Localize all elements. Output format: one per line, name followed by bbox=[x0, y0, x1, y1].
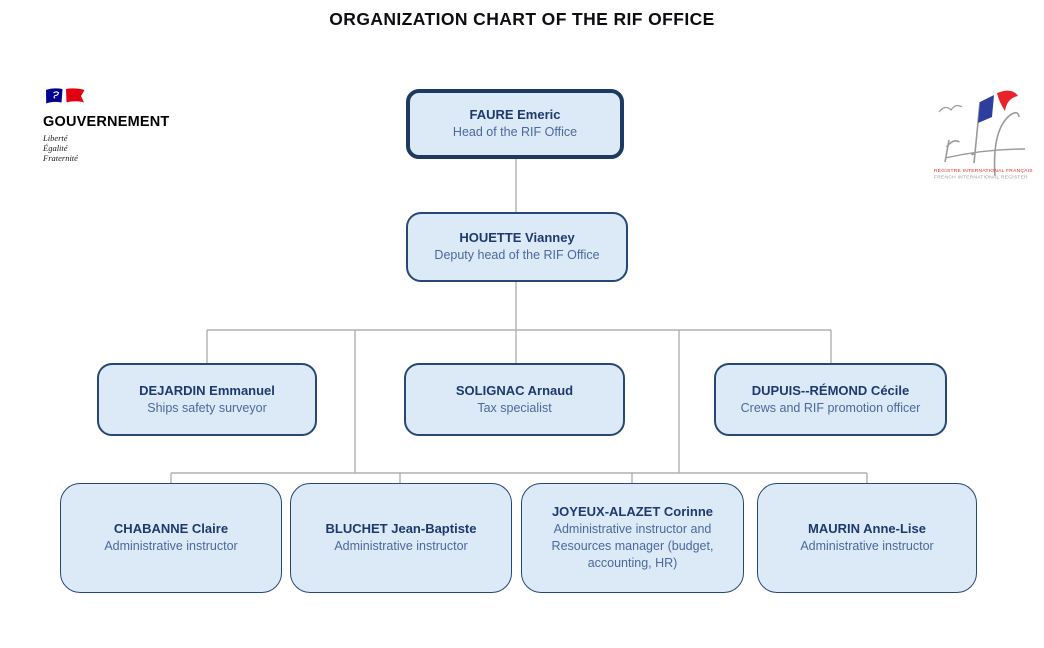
person-role: Administrative instructor bbox=[104, 539, 238, 553]
motto-line-egalite: Égalité bbox=[43, 143, 68, 153]
person-role: Administrative instructor and Resources … bbox=[551, 522, 714, 570]
rif-caption-french: REGISTRE INTERNATIONAL FRANÇAIS bbox=[934, 168, 1033, 174]
org-node-dupuis-remond: DUPUIS--RÉMOND Cécile Crews and RIF prom… bbox=[714, 363, 947, 436]
person-role: Ships safety surveyor bbox=[147, 400, 267, 415]
rif-caption-english: FRENCH INTERNATIONAL REGISTER bbox=[934, 175, 1028, 181]
person-role: Administrative instructor bbox=[800, 539, 934, 553]
person-role: Deputy head of the RIF Office bbox=[434, 248, 600, 262]
org-node-maurin: MAURIN Anne-Lise Administrative instruct… bbox=[757, 483, 977, 593]
org-node-dejardin: DEJARDIN Emmanuel Ships safety surveyor bbox=[97, 363, 317, 436]
motto-line-fraternite: Fraternité bbox=[43, 153, 78, 163]
rif-logo-mark: REGISTRE INTERNATIONAL FRANÇAIS FRENCH I… bbox=[934, 90, 1033, 181]
person-name: CHABANNE Claire bbox=[113, 521, 229, 536]
page-title: ORGANIZATION CHART OF THE RIF OFFICE bbox=[329, 9, 715, 29]
person-name: JOYEUX-ALAZET Corinne bbox=[551, 504, 714, 519]
motto-line-liberte: Liberté bbox=[43, 133, 68, 143]
person-name: HOUETTE Vianney bbox=[459, 230, 575, 245]
rif-logo: REGISTRE INTERNATIONAL FRANÇAIS FRENCH I… bbox=[933, 88, 1033, 187]
person-name: MAURIN Anne-Lise bbox=[808, 521, 926, 536]
person-name: DEJARDIN Emmanuel bbox=[139, 382, 275, 398]
org-node-bluchet: BLUCHET Jean-Baptiste Administrative ins… bbox=[290, 483, 512, 593]
person-name: SOLIGNAC Arnaud bbox=[455, 382, 574, 398]
org-node-chabanne: CHABANNE Claire Administrative instructo… bbox=[60, 483, 282, 593]
person-role: Crews and RIF promotion officer bbox=[740, 400, 921, 415]
org-node-joyeux-alazet: JOYEUX-ALAZET Corinne Administrative ins… bbox=[521, 483, 744, 593]
gouvernement-motto: Liberté Égalité Fraternité bbox=[43, 133, 183, 163]
french-flag-icon bbox=[46, 88, 85, 104]
org-node-faure: FAURE Emeric Head of the RIF Office bbox=[406, 89, 624, 159]
gouvernement-wordmark: GOUVERNEMENT bbox=[43, 114, 170, 130]
person-name: FAURE Emeric bbox=[469, 107, 561, 122]
person-name: BLUCHET Jean-Baptiste bbox=[325, 521, 477, 536]
person-role: Head of the RIF Office bbox=[452, 125, 578, 139]
person-role: Administrative instructor bbox=[334, 539, 468, 553]
gouvernement-logo: GOUVERNEMENT Liberté Égalité Fraternité bbox=[43, 87, 183, 163]
org-node-solignac: SOLIGNAC Arnaud Tax specialist bbox=[404, 363, 625, 436]
org-node-houette: HOUETTE Vianney Deputy head of the RIF O… bbox=[406, 212, 628, 282]
person-role: Tax specialist bbox=[477, 400, 552, 415]
person-name: DUPUIS--RÉMOND Cécile bbox=[751, 382, 910, 398]
